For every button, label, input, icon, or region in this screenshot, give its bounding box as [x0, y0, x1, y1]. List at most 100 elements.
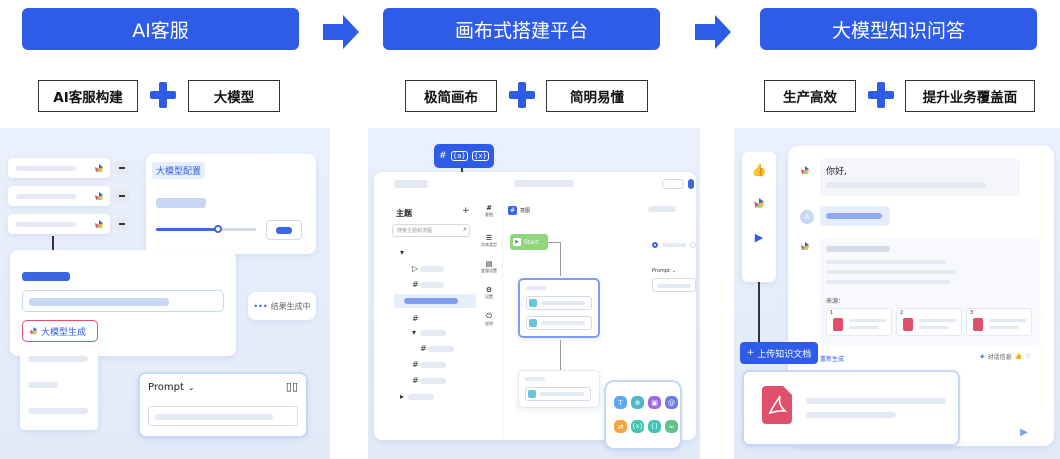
remove-button[interactable] — [115, 217, 129, 231]
value-input[interactable] — [266, 220, 302, 240]
send-icon[interactable]: ▶ — [1020, 426, 1028, 438]
regenerate-link[interactable]: 重新生成 — [820, 356, 845, 363]
start-node[interactable]: ▶ Start — [510, 234, 548, 250]
temperature-slider[interactable] — [156, 225, 256, 233]
pdf-icon — [833, 318, 843, 331]
prompt-dropdown[interactable]: Prompt ⌄ — [652, 268, 676, 274]
thumbs-up-icon[interactable]: 👍 — [1014, 353, 1023, 360]
prompt-input[interactable] — [22, 290, 224, 312]
prompt-text-field[interactable] — [652, 278, 696, 292]
tree-item[interactable]: # — [420, 344, 427, 353]
attach-node-icon[interactable]: ⊕ — [631, 396, 644, 409]
radio[interactable] — [690, 242, 696, 248]
function-icon[interactable]: {x} — [471, 151, 489, 161]
uploaded-file-card[interactable] — [742, 370, 960, 446]
remove-button[interactable] — [115, 161, 129, 175]
prompt-label: Prompt — [148, 382, 184, 393]
generation-card: 大模型生成 — [10, 250, 236, 356]
connector-line — [560, 242, 561, 276]
generate-button-label: 大模型生成 — [41, 327, 87, 338]
rail-label: 意图 — [485, 212, 493, 217]
tag-efficient: 生产高效 — [764, 80, 856, 112]
tag-label: 生产高效 — [783, 90, 837, 106]
hash-icon: # — [486, 204, 492, 212]
status-text: 结果生成中 — [270, 301, 311, 311]
tag-clear-easy: 简明易懂 — [546, 80, 648, 112]
node-icon — [528, 390, 536, 398]
power-icon: ⏻ — [486, 312, 492, 320]
panel-ai-service: 大模型配置 大模型生成 ••• 结果生成中 Prompt ⌄ ▯▯ — [0, 128, 330, 459]
flow-node[interactable] — [518, 278, 600, 338]
topic-title: 主题 — [396, 209, 412, 218]
prompt-label: Prompt — [652, 268, 670, 274]
arrow-right-icon — [323, 15, 359, 49]
book-icon[interactable]: ▯▯ — [285, 380, 298, 393]
rail-item-info[interactable]: ⏻说明 — [478, 312, 500, 327]
rail-item-settings[interactable]: ⚙设置 — [478, 286, 500, 300]
tree-item[interactable]: # — [412, 376, 419, 385]
config-title: 大模型配置 — [152, 162, 206, 179]
connector-line — [548, 242, 560, 243]
banner-llm-qa: 大模型知识问答 — [760, 8, 1037, 50]
breadcrumb: # 意图 — [508, 206, 530, 215]
llm-logo-icon — [29, 326, 38, 334]
pdf-icon — [762, 386, 792, 424]
variable-node-icon[interactable]: {x} — [631, 420, 644, 433]
tree-item[interactable]: ▾ — [400, 248, 405, 257]
text-node-icon[interactable]: T — [614, 396, 627, 409]
variable-icon[interactable]: {a} — [450, 151, 468, 161]
radio-selected[interactable] — [652, 242, 658, 248]
llm-logo-icon[interactable] — [753, 198, 765, 210]
tag-ai-service-build: AI客服构建 — [38, 80, 138, 112]
send-icon[interactable]: ▶ — [754, 230, 764, 244]
llm-generate-button[interactable]: 大模型生成 — [22, 320, 98, 342]
loading-dots-icon: ••• — [253, 301, 268, 311]
tree-item[interactable]: ▸ — [400, 392, 405, 401]
thumbs-up-icon[interactable]: 👍 — [751, 163, 767, 177]
thumbs-down-icon[interactable]: ♡ — [1025, 353, 1031, 360]
panel-llm-qa: 👍 ▶ 你好, A 来源： 1 2 — [734, 128, 1060, 459]
plus-icon — [150, 82, 176, 108]
list-item — [8, 214, 110, 234]
flag-icon: ▶ — [513, 238, 521, 246]
banner-ai-service-label: AI客服 — [132, 19, 189, 42]
remove-button[interactable] — [115, 189, 129, 203]
at-node-icon[interactable]: @ — [665, 396, 678, 409]
list-icon: ☰ — [485, 234, 493, 242]
upload-knowledge-button[interactable]: + 上传知识文档 — [740, 342, 818, 364]
topic-search-input[interactable]: 搜索主题和流程 ⌕ — [392, 224, 470, 237]
tree-item[interactable]: ▾ — [412, 328, 417, 337]
tree-item[interactable]: # — [412, 280, 419, 289]
rail-item-variable[interactable]: ▤变量设置 — [478, 260, 500, 274]
branch-node-icon[interactable]: ⇄ — [614, 420, 627, 433]
add-topic-icon[interactable]: + — [462, 206, 470, 216]
plus-icon — [868, 82, 894, 108]
list-item — [8, 186, 110, 206]
slider-handle[interactable] — [214, 225, 222, 233]
feedback-label[interactable]: 对话信息 — [987, 354, 1012, 361]
tree-item[interactable]: # — [412, 314, 419, 323]
prompt-dropdown[interactable]: Prompt ⌄ — [148, 382, 195, 393]
llm-config-card: 大模型配置 — [146, 154, 316, 254]
prompt-text-field[interactable] — [148, 406, 298, 426]
node-icon — [529, 319, 537, 327]
tree-item[interactable]: # — [412, 360, 419, 369]
tree-item[interactable]: ▷ — [412, 264, 419, 273]
rail-item-entity[interactable]: ☰实体类型 — [478, 234, 500, 248]
user-message — [820, 206, 890, 226]
connector-line — [758, 282, 760, 342]
image-node-icon[interactable]: ▣ — [648, 396, 661, 409]
source-card[interactable]: 1 — [826, 308, 892, 336]
rail-label: 实体类型 — [481, 242, 497, 247]
source-card[interactable]: 3 — [966, 308, 1032, 336]
flow-node[interactable] — [518, 370, 600, 408]
tag-business-coverage: 提升业务覆盖面 — [905, 80, 1035, 112]
tag-llm: 大模型 — [188, 80, 280, 112]
source-card[interactable]: 2 — [896, 308, 962, 336]
rail-item-intent[interactable]: #意图 — [478, 204, 500, 218]
function-node-icon[interactable]: {} — [648, 420, 661, 433]
hash-icon[interactable]: # — [439, 151, 447, 161]
source-index: 3 — [970, 310, 974, 316]
link-node-icon[interactable]: ∞ — [665, 420, 678, 433]
tree-item-selected[interactable] — [394, 294, 476, 308]
